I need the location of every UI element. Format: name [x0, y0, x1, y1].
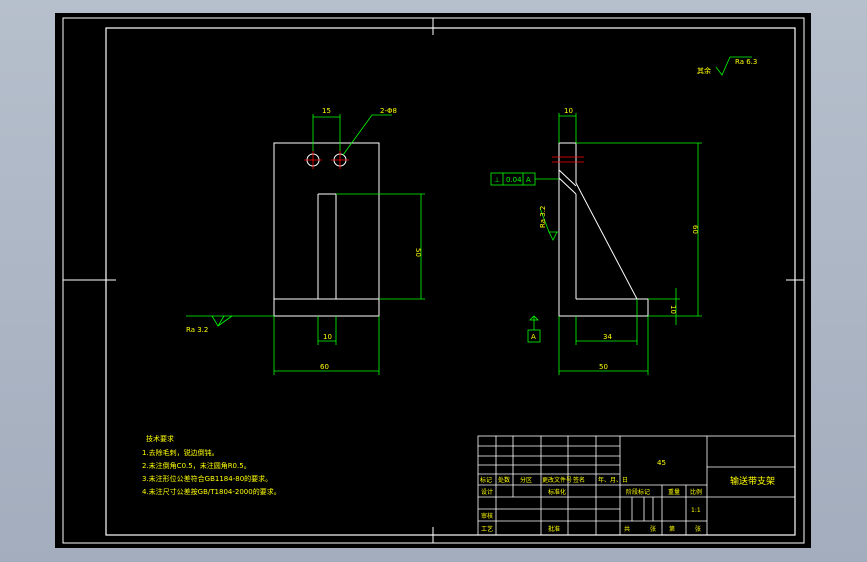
surface-note-label: 其余	[697, 66, 711, 75]
dim-height-label: 50	[414, 248, 422, 257]
tb-scale-label: 比例	[690, 488, 702, 496]
side-roughness-label: Ra 3.2	[539, 206, 547, 228]
dim-holes-label: 2-Φ8	[380, 107, 397, 115]
tb-label: 年、月、日	[598, 476, 628, 484]
tb-sheet-total-unit: 张	[650, 525, 656, 533]
surface-note: 其余 Ra 6.3	[697, 56, 757, 76]
side-view: 10 60 10 34 50 ⊥ 0.04 A A Ra 3.2	[490, 107, 702, 375]
tb-label: 标记	[480, 476, 492, 484]
tb-label: 更改文件号	[542, 476, 572, 484]
hole-center-lines	[304, 151, 349, 169]
front-dimensions	[186, 114, 425, 375]
tb-scale-value: 1:1	[691, 507, 701, 514]
tb-designer: 设计	[481, 488, 493, 496]
tb-stage-mark: 阶段标记	[626, 488, 650, 496]
tb-weight: 重量	[668, 488, 680, 496]
side-dim-total-label: 50	[599, 363, 608, 371]
datum-label: A	[531, 333, 536, 341]
tech-requirements: 技术要求 1.去除毛刺，锐边倒钝。 2.未注倒角C0.5，未注圆角R0.5。 3…	[142, 434, 281, 496]
tb-sheet-no: 第	[669, 525, 675, 533]
tolerance-datum: A	[526, 176, 531, 184]
tb-label: 分区	[520, 476, 532, 484]
tech-item: 3.未注形位公差符合GB1184-80的要求。	[142, 474, 272, 483]
tech-item: 1.去除毛刺，锐边倒钝。	[142, 448, 219, 457]
side-dim-base-label: 10	[669, 305, 677, 314]
tech-item: 2.未注倒角C0.5，未注圆角R0.5。	[142, 461, 251, 470]
side-outline	[558, 142, 649, 317]
dim-width-label: 60	[320, 363, 329, 371]
tech-item: 4.未注尺寸公差按GB/T1804-2000的要求。	[142, 487, 281, 496]
front-outline	[273, 142, 380, 317]
tb-approve: 批准	[548, 525, 560, 533]
title-block: 45 输送带支架 标记 处数 分区 更改文件号 签名 年、月、日 设计 标准化 …	[477, 435, 796, 536]
drawing-frame	[105, 27, 796, 536]
surface-note-value: Ra 6.3	[735, 58, 757, 66]
tb-sheet-no-unit: 张	[695, 525, 701, 533]
material-label: 45	[657, 459, 666, 467]
roughness-label: Ra 3.2	[186, 326, 208, 334]
tolerance-symbol: ⊥	[494, 176, 500, 184]
tb-process: 工艺	[481, 525, 493, 533]
tech-title: 技术要求	[146, 434, 174, 443]
tb-reviewer: 审核	[481, 512, 493, 520]
dim-slot-label: 10	[323, 333, 332, 341]
tb-sheet-total: 共	[624, 525, 630, 533]
tb-label: 签名	[573, 476, 585, 484]
front-view: 15 2-Φ8 50 10 60 Ra 3.2	[186, 107, 425, 375]
side-dimensions	[490, 113, 702, 375]
dim-top-label: 15	[322, 107, 331, 115]
part-name: 输送带支架	[730, 475, 775, 487]
tolerance-value: 0.04	[506, 176, 522, 184]
side-dim-height-label: 60	[691, 225, 699, 234]
side-dim-inner-label: 34	[603, 333, 612, 341]
tb-standardize: 标准化	[548, 488, 566, 496]
centering-marks	[63, 18, 804, 543]
drawing-sheet	[55, 13, 811, 548]
tb-label: 处数	[498, 476, 510, 484]
side-center-lines	[552, 156, 584, 163]
side-dim-top-label: 10	[564, 107, 573, 115]
